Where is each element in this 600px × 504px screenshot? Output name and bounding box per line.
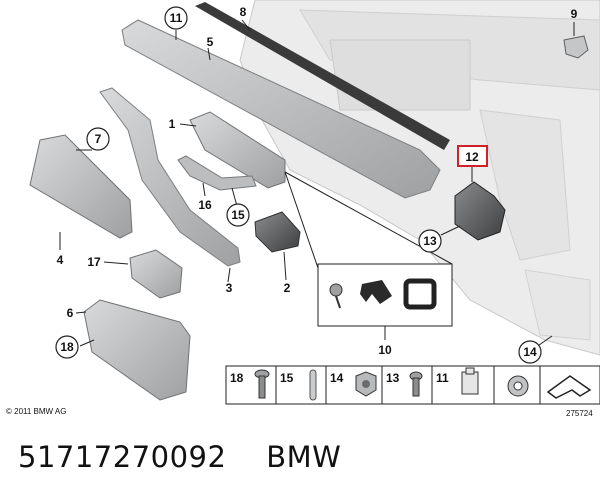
part-5-trim-rail xyxy=(121,19,441,199)
callout-18: 18 xyxy=(60,340,74,354)
legend-label-15: 15 xyxy=(280,371,294,385)
part-2-switch-holder xyxy=(254,211,301,253)
fastener-legend: 18 15 14 13 11 xyxy=(225,365,600,405)
callout-14: 14 xyxy=(523,345,537,359)
part-17-bracket xyxy=(129,249,183,299)
part-1-handle-bezel xyxy=(189,111,286,189)
callout-8: 8 xyxy=(240,5,247,19)
screw-13-icon xyxy=(409,371,423,397)
exploded-parts-diagram: 11 8 9 5 1 7 12 16 15 13 4 17 3 2 6 18 1… xyxy=(6,0,600,418)
callout-2: 2 xyxy=(284,281,291,295)
callout-15: 15 xyxy=(231,208,245,222)
copyright-text: © 2011 BMW AG xyxy=(6,407,66,416)
part-number-line: 51717270092 BMW xyxy=(18,440,341,474)
washer-icon xyxy=(507,375,529,397)
legend-label-13: 13 xyxy=(386,371,400,385)
callout-6: 6 xyxy=(67,306,74,320)
callout-13: 13 xyxy=(423,234,437,248)
legend-label-18: 18 xyxy=(230,371,244,385)
legend-label-11: 11 xyxy=(436,371,449,385)
part-9-clip xyxy=(563,35,589,59)
image-number: 275724 xyxy=(566,409,593,418)
screw-18-icon xyxy=(254,369,270,399)
part-4-triangle-cover xyxy=(29,134,133,239)
callout-12-box xyxy=(457,145,488,167)
brand-name: BMW xyxy=(266,440,342,474)
callout-16: 16 xyxy=(198,198,212,212)
inset-parts-10 xyxy=(329,278,437,310)
legend-label-14: 14 xyxy=(330,371,344,385)
callout-12: 12 xyxy=(465,150,479,164)
part-16-inner-strip xyxy=(177,155,257,191)
callout-circles xyxy=(55,6,542,364)
part-3-curved-trim xyxy=(99,87,241,267)
callout-4: 4 xyxy=(57,253,64,267)
arrow-pictogram-icon xyxy=(546,375,592,399)
callout-9: 9 xyxy=(571,7,578,21)
callout-17: 17 xyxy=(87,255,101,269)
part-number: 51717270092 xyxy=(18,440,227,474)
callout-5: 5 xyxy=(207,35,214,49)
callout-10: 10 xyxy=(378,343,392,357)
pin-15-icon xyxy=(309,369,317,401)
part-6-map-pocket xyxy=(83,299,191,401)
clip-11-icon xyxy=(461,367,479,395)
callout-1: 1 xyxy=(169,117,176,131)
nut-14-icon xyxy=(355,371,377,397)
callout-11: 11 xyxy=(170,11,183,25)
callout-7: 7 xyxy=(95,132,102,146)
callout-3: 3 xyxy=(226,281,233,295)
part-8-seal-strip xyxy=(195,2,450,150)
